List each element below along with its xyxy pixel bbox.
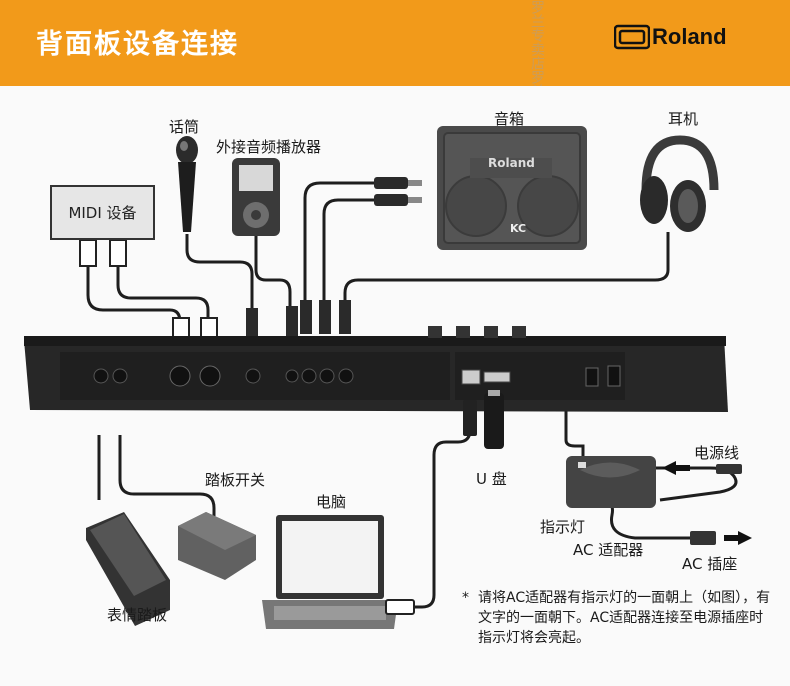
arrows — [662, 461, 752, 545]
pedal-cable-2 — [118, 435, 216, 520]
page-title: 背面板设备连接 — [36, 29, 239, 60]
footnote-text: 请将AC适配器有指示灯的一面朝上（如图），有文字的一面朝下。AC适配器连接至电源… — [478, 590, 771, 646]
label-headphones: 耳机 — [668, 110, 699, 128]
usb-cable — [415, 410, 472, 609]
amp-brand-text: Roland — [488, 156, 535, 170]
label-expression-pedal: 表情踏板 — [107, 606, 168, 624]
midi-device-box: MIDI 设备 — [50, 185, 155, 240]
roland-logo-mark — [613, 24, 651, 50]
amp-cable-1 — [303, 181, 374, 305]
midi-cable-1 — [86, 265, 182, 335]
headphone-cable — [343, 232, 670, 305]
amplifier-icon — [437, 126, 587, 250]
label-computer: 电脑 — [316, 493, 347, 511]
label-microphone: 话筒 — [169, 118, 200, 136]
label-amp: 音箱 — [494, 110, 525, 128]
ac-adapter-icon — [566, 456, 656, 508]
rear-panel — [24, 326, 728, 412]
roland-logo-text: Roland — [652, 24, 727, 49]
header-bar: 背面板设备连接 Roland — [0, 0, 790, 86]
usb-plug-icon — [385, 599, 415, 615]
laptop-icon — [262, 515, 398, 629]
midi-plugs — [79, 239, 218, 341]
footnote-star: * — [462, 590, 469, 606]
audio-player-cable — [254, 236, 292, 310]
headphones-icon — [640, 135, 719, 232]
audio-player-icon — [232, 158, 280, 236]
midi-device-label: MIDI 设备 — [68, 204, 137, 222]
microphone-icon — [176, 136, 198, 232]
mic-cable — [185, 234, 254, 310]
pedal-switch-icon — [178, 512, 256, 580]
roland-logo: Roland — [613, 24, 760, 52]
label-ac-outlet: AC 插座 — [682, 555, 738, 573]
power-plug-icon — [690, 464, 742, 545]
label-power-cord: 电源线 — [694, 444, 740, 462]
midi-cable-2 — [116, 265, 210, 335]
footnote: * 请将AC适配器有指示灯的一面朝上（如图），有文字的一面朝下。AC适配器连接至… — [462, 588, 772, 648]
usb-drive-icon — [463, 390, 504, 449]
connection-diagram — [24, 126, 752, 629]
label-pedal-switch: 踏板开关 — [205, 471, 266, 489]
label-audio-player: 外接音频播放器 — [216, 138, 322, 156]
dc-cable — [564, 400, 585, 460]
panel-plugs — [246, 300, 351, 338]
amp-cable-2 — [322, 198, 374, 305]
label-usb-drive: U 盘 — [476, 470, 507, 488]
amp-plugs — [374, 177, 422, 206]
label-ac-adapter: AC 适配器 — [573, 541, 644, 559]
label-indicator: 指示灯 — [540, 518, 586, 536]
expression-pedal-icon — [86, 512, 170, 626]
amp-model-text: KC — [510, 222, 527, 235]
